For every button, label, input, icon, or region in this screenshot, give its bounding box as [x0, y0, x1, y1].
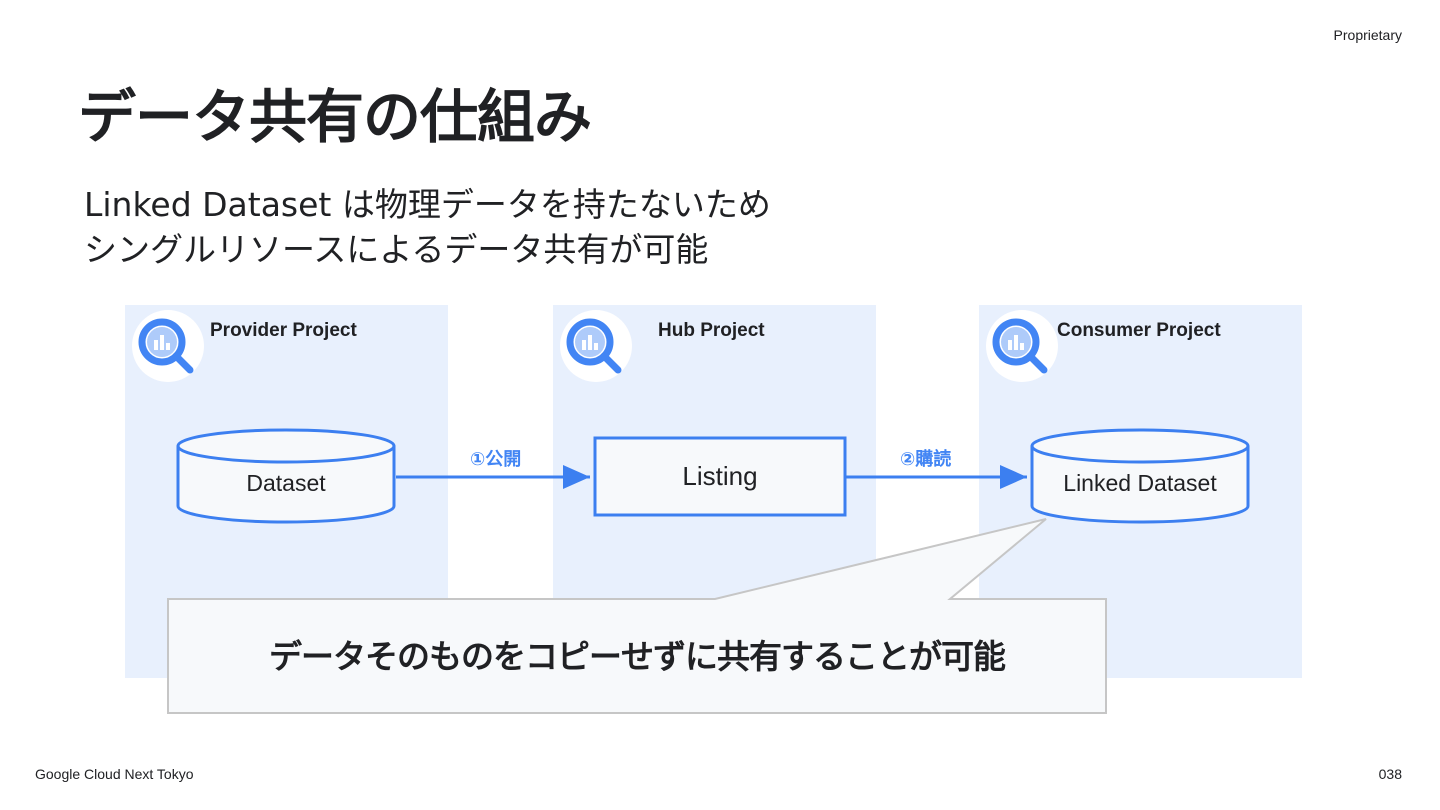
proprietary-label: Proprietary [1333, 27, 1402, 43]
bigquery-icon [992, 318, 1048, 374]
subscribe-label: ②購読 [900, 449, 952, 470]
linked-dataset-label: Linked Dataset [1063, 470, 1217, 496]
subtitle-line-2: シングルリソースによるデータ共有が可能 [84, 230, 709, 269]
provider-project-title: Provider Project [210, 320, 357, 341]
listing-label: Listing [682, 461, 758, 491]
dataset-label: Dataset [246, 470, 326, 496]
page-number: 038 [1378, 766, 1402, 782]
linked-dataset-cylinder [1030, 428, 1250, 524]
publish-label: ①公開 [470, 449, 522, 470]
callout-text: データそのものをコピーせずに共有することが可能 [269, 637, 1006, 676]
page-title: データ共有の仕組み [78, 83, 592, 151]
footer-event: Google Cloud Next Tokyo [35, 766, 194, 782]
dataset-cylinder [176, 428, 396, 524]
callout-box [167, 518, 1107, 714]
hub-project-title: Hub Project [658, 320, 765, 341]
subtitle: Linked Dataset は物理データを持たないため シングルリソースによる… [84, 182, 771, 272]
bigquery-icon [566, 318, 622, 374]
listing-box [593, 436, 847, 517]
bigquery-icon [138, 318, 194, 374]
consumer-project-title: Consumer Project [1057, 320, 1221, 341]
subtitle-line-1: Linked Dataset は物理データを持たないため [84, 185, 771, 224]
